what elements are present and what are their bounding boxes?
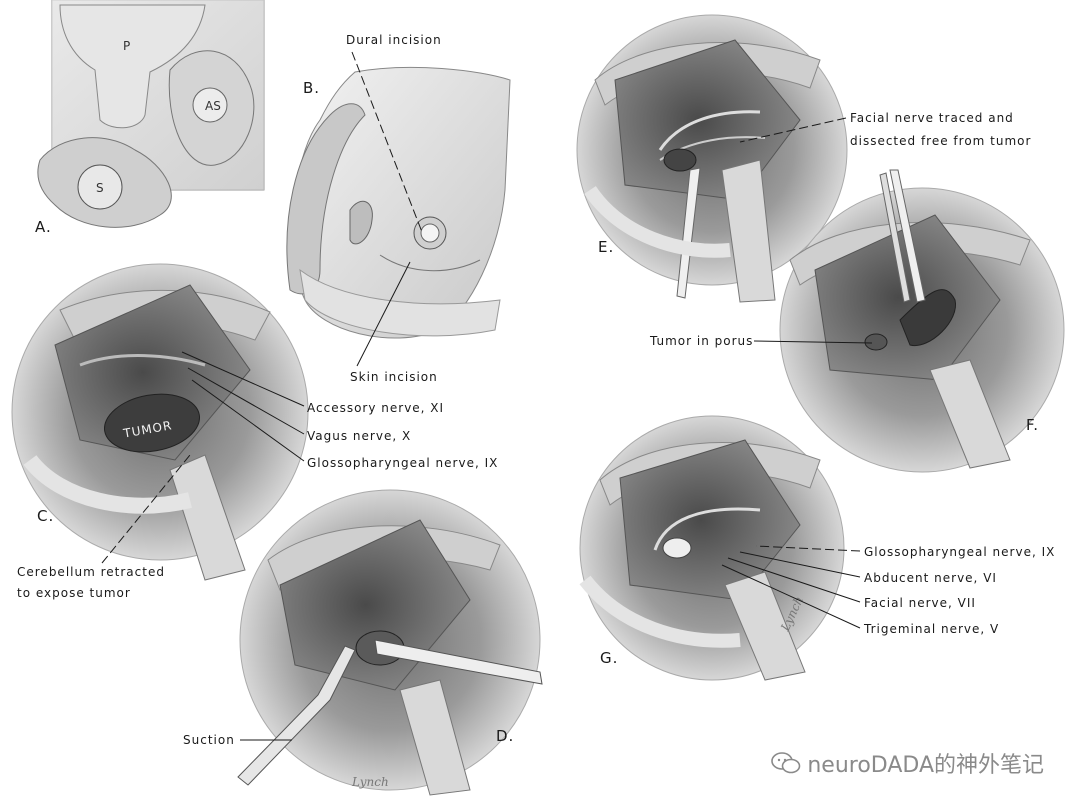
panel-a-label-as: AS [205,99,221,113]
leader-skin-incision [356,261,411,367]
panel-a-letter: A. [35,218,52,236]
watermark-text: neuroDADA的神外笔记 [807,753,1044,778]
leader-dural-incision [351,51,423,233]
panel-b: B. Dural incision Skin incision [286,33,511,384]
label-facial-nerve-g: Facial nerve, VII [864,596,976,610]
panel-e: E. Facial nerve traced and dissected fre… [576,14,1031,303]
leader-accessory-nerve [181,351,305,407]
label-vagus-nerve: Vagus nerve, X [307,429,411,443]
leader-trigeminal-nerve [721,564,861,629]
panel-f: F. Tumor in porus [649,169,1065,473]
panel-d-letter: D. [496,727,514,745]
label-facial-nerve-traced-line1: Facial nerve traced and [850,111,1014,125]
panel-f-letter: F. [1026,416,1039,434]
panel-d: D. Suction Lynch [183,489,543,796]
label-glossopharyngeal-nerve-c: Glossopharyngeal nerve, IX [307,456,498,470]
signature-d: Lynch [351,775,389,789]
panel-g: G. Lynch Glossopharyngeal nerve, IX Abdu… [579,415,1055,681]
leader-vagus-nerve [187,367,305,435]
label-abducent-nerve: Abducent nerve, VI [864,571,997,585]
leader-tumor-in-porus [753,340,873,344]
label-accessory-nerve: Accessory nerve, XI [307,401,444,415]
panel-e-letter: E. [598,238,614,256]
label-tumor-in-porus: Tumor in porus [649,334,753,348]
label-facial-nerve-traced-line2: dissected free from tumor [850,134,1031,148]
label-suction: Suction [183,733,235,747]
label-glossopharyngeal-nerve-g: Glossopharyngeal nerve, IX [864,545,1055,559]
leader-abducent-nerve [739,551,861,578]
panel-a-label-s: S [96,181,104,195]
leader-facial-nerve-traced [739,117,847,143]
leader-facial-nerve-g [727,557,861,603]
watermark: neuroDADA的神外笔记 [771,747,1044,779]
label-skin-incision: Skin incision [350,370,438,384]
chat-bubbles-icon [771,752,801,774]
panel-c: TUMOR C. Accessory nerve, XI Vagus nerve… [11,263,498,600]
leader-cerebellum [101,454,191,564]
label-trigeminal-nerve: Trigeminal nerve, V [863,622,999,636]
leader-glossopharyngeal-nerve-c [191,379,305,462]
panel-a-label-p: P [123,39,130,53]
panel-b-letter: B. [303,79,320,97]
label-cerebellum-line2: to expose tumor [17,586,131,600]
panel-a: P AS S A. [35,0,265,236]
panel-g-letter: G. [600,649,618,667]
panel-c-letter: C. [37,507,54,525]
leader-glossopharyngeal-nerve-g [755,545,861,552]
label-cerebellum-line1: Cerebellum retracted [17,565,165,579]
label-dural-incision: Dural incision [346,33,442,47]
